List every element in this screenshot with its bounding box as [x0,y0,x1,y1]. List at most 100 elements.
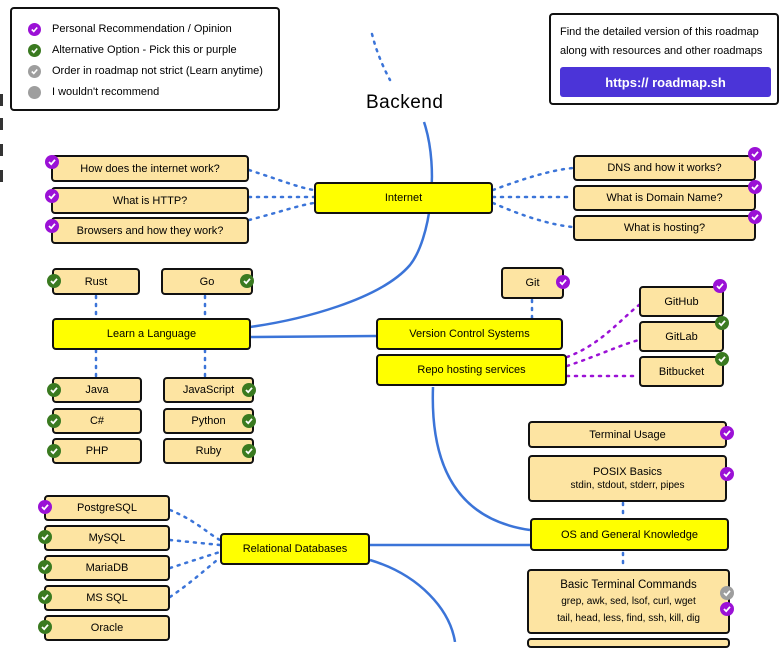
node-oracle[interactable]: Oracle [44,615,170,641]
info-box: Find the detailed version of this roadma… [549,13,779,105]
check-circle-icon [242,414,256,428]
node-python[interactable]: Python [163,408,254,434]
side-tab[interactable] [0,170,3,182]
check-circle-icon [715,316,729,330]
check-circle-icon [45,189,59,203]
circle-icon [28,85,41,99]
legend-order-label: Order in roadmap not strict (Learn anyti… [52,65,263,77]
node-label: JavaScript [182,384,235,396]
side-tab[interactable] [0,118,3,130]
node-label: Learn a Language [106,328,197,340]
node-posix[interactable]: POSIX Basics stdin, stdout, stderr, pipe… [528,455,727,502]
node-label: MS SQL [86,592,128,604]
node-relational-db[interactable]: Relational Databases [220,533,370,565]
legend-personal: Personal Recommendation / Opinion [28,21,232,37]
node-internet[interactable]: Internet [314,182,493,214]
node-mariadb[interactable]: MariaDB [44,555,170,581]
check-circle-icon [38,500,52,514]
check-circle-icon [28,22,41,36]
check-circle-icon [748,147,762,161]
node-label: Ruby [195,445,222,457]
node-java[interactable]: Java [52,377,142,403]
legend-order: Order in roadmap not strict (Learn anyti… [28,63,263,79]
side-tab[interactable] [0,94,3,106]
roadmap-link-button[interactable]: https:// roadmap.sh [560,67,771,97]
node-sublabel: tail, head, less, find, ssh, kill, dig [557,612,700,624]
node-label: MariaDB [85,562,129,574]
node-label: MySQL [88,532,126,544]
check-circle-icon [38,530,52,544]
node-dns[interactable]: DNS and how it works? [573,155,756,181]
check-circle-icon [45,219,59,233]
node-php[interactable]: PHP [52,438,142,464]
node-terminal-usage[interactable]: Terminal Usage [528,421,727,448]
node-label: Bitbucket [658,365,705,378]
node-label: Version Control Systems [409,328,530,340]
node-domain[interactable]: What is Domain Name? [573,185,756,211]
node-postgresql[interactable]: PostgreSQL [44,495,170,521]
node-label: What is Domain Name? [606,192,723,204]
node-partial[interactable] [527,638,730,648]
node-javascript[interactable]: JavaScript [163,377,254,403]
node-github[interactable]: GitHub [639,286,724,317]
node-label: Browsers and how they work? [76,224,224,237]
legend-not-recommended: I wouldn't recommend [28,84,159,100]
check-circle-icon [38,590,52,604]
legend: Personal Recommendation / Opinion Altern… [10,7,280,111]
node-mysql[interactable]: MySQL [44,525,170,551]
info-line-2: along with resources and other roadmaps [560,45,763,57]
node-label: C# [89,415,105,427]
node-label: Internet [384,192,423,204]
node-go[interactable]: Go [161,268,253,295]
check-circle-icon [713,279,727,293]
node-label: Rust [84,275,108,288]
check-circle-icon [28,43,41,57]
node-mssql[interactable]: MS SQL [44,585,170,611]
side-tab[interactable] [0,144,3,156]
node-basic-terminal[interactable]: Basic Terminal Commands grep, awk, sed, … [527,569,730,634]
node-vcs[interactable]: Version Control Systems [376,318,563,350]
check-circle-icon [242,383,256,397]
node-label: Python [191,415,226,427]
node-csharp[interactable]: C# [52,408,142,434]
node-how-internet[interactable]: How does the internet work? [51,155,249,182]
legend-alternative-label: Alternative Option - Pick this or purple [52,44,237,56]
check-circle-icon [47,274,61,288]
legend-not-recommended-label: I wouldn't recommend [52,86,160,98]
node-label: Basic Terminal Commands [560,578,697,591]
node-gitlab[interactable]: GitLab [639,321,724,352]
check-circle-icon [720,602,734,616]
node-label: GitLab [665,330,698,343]
check-circle-icon [242,444,256,458]
info-line-1: Find the detailed version of this roadma… [560,26,759,38]
check-circle-icon [720,467,734,481]
node-label: DNS and how it works? [607,162,722,174]
node-git[interactable]: Git [501,267,564,299]
node-http[interactable]: What is HTTP? [51,187,249,214]
node-bitbucket[interactable]: Bitbucket [639,356,724,387]
node-repo-hosting[interactable]: Repo hosting services [376,354,567,386]
check-circle-icon [28,64,41,78]
check-circle-icon [720,426,734,440]
node-label: How does the internet work? [80,162,220,175]
node-label: PostgreSQL [77,502,137,514]
check-circle-icon [38,560,52,574]
node-browsers[interactable]: Browsers and how they work? [51,217,249,244]
check-circle-icon [38,620,52,634]
node-label: Java [85,384,109,396]
node-sublabel: grep, awk, sed, lsof, curl, wget [561,595,696,607]
check-circle-icon [47,383,61,397]
check-circle-icon [240,274,254,288]
node-label: POSIX Basics [592,465,663,478]
legend-personal-label: Personal Recommendation / Opinion [52,23,232,35]
check-circle-icon [748,210,762,224]
node-label: What is hosting? [623,222,706,234]
node-label: Git [525,277,540,289]
node-os-knowledge[interactable]: OS and General Knowledge [530,518,729,551]
node-rust[interactable]: Rust [52,268,140,295]
node-hosting[interactable]: What is hosting? [573,215,756,241]
node-label: Go [199,275,215,288]
node-learn-language[interactable]: Learn a Language [52,318,251,350]
node-ruby[interactable]: Ruby [163,438,254,464]
node-label: Relational Databases [242,543,348,555]
